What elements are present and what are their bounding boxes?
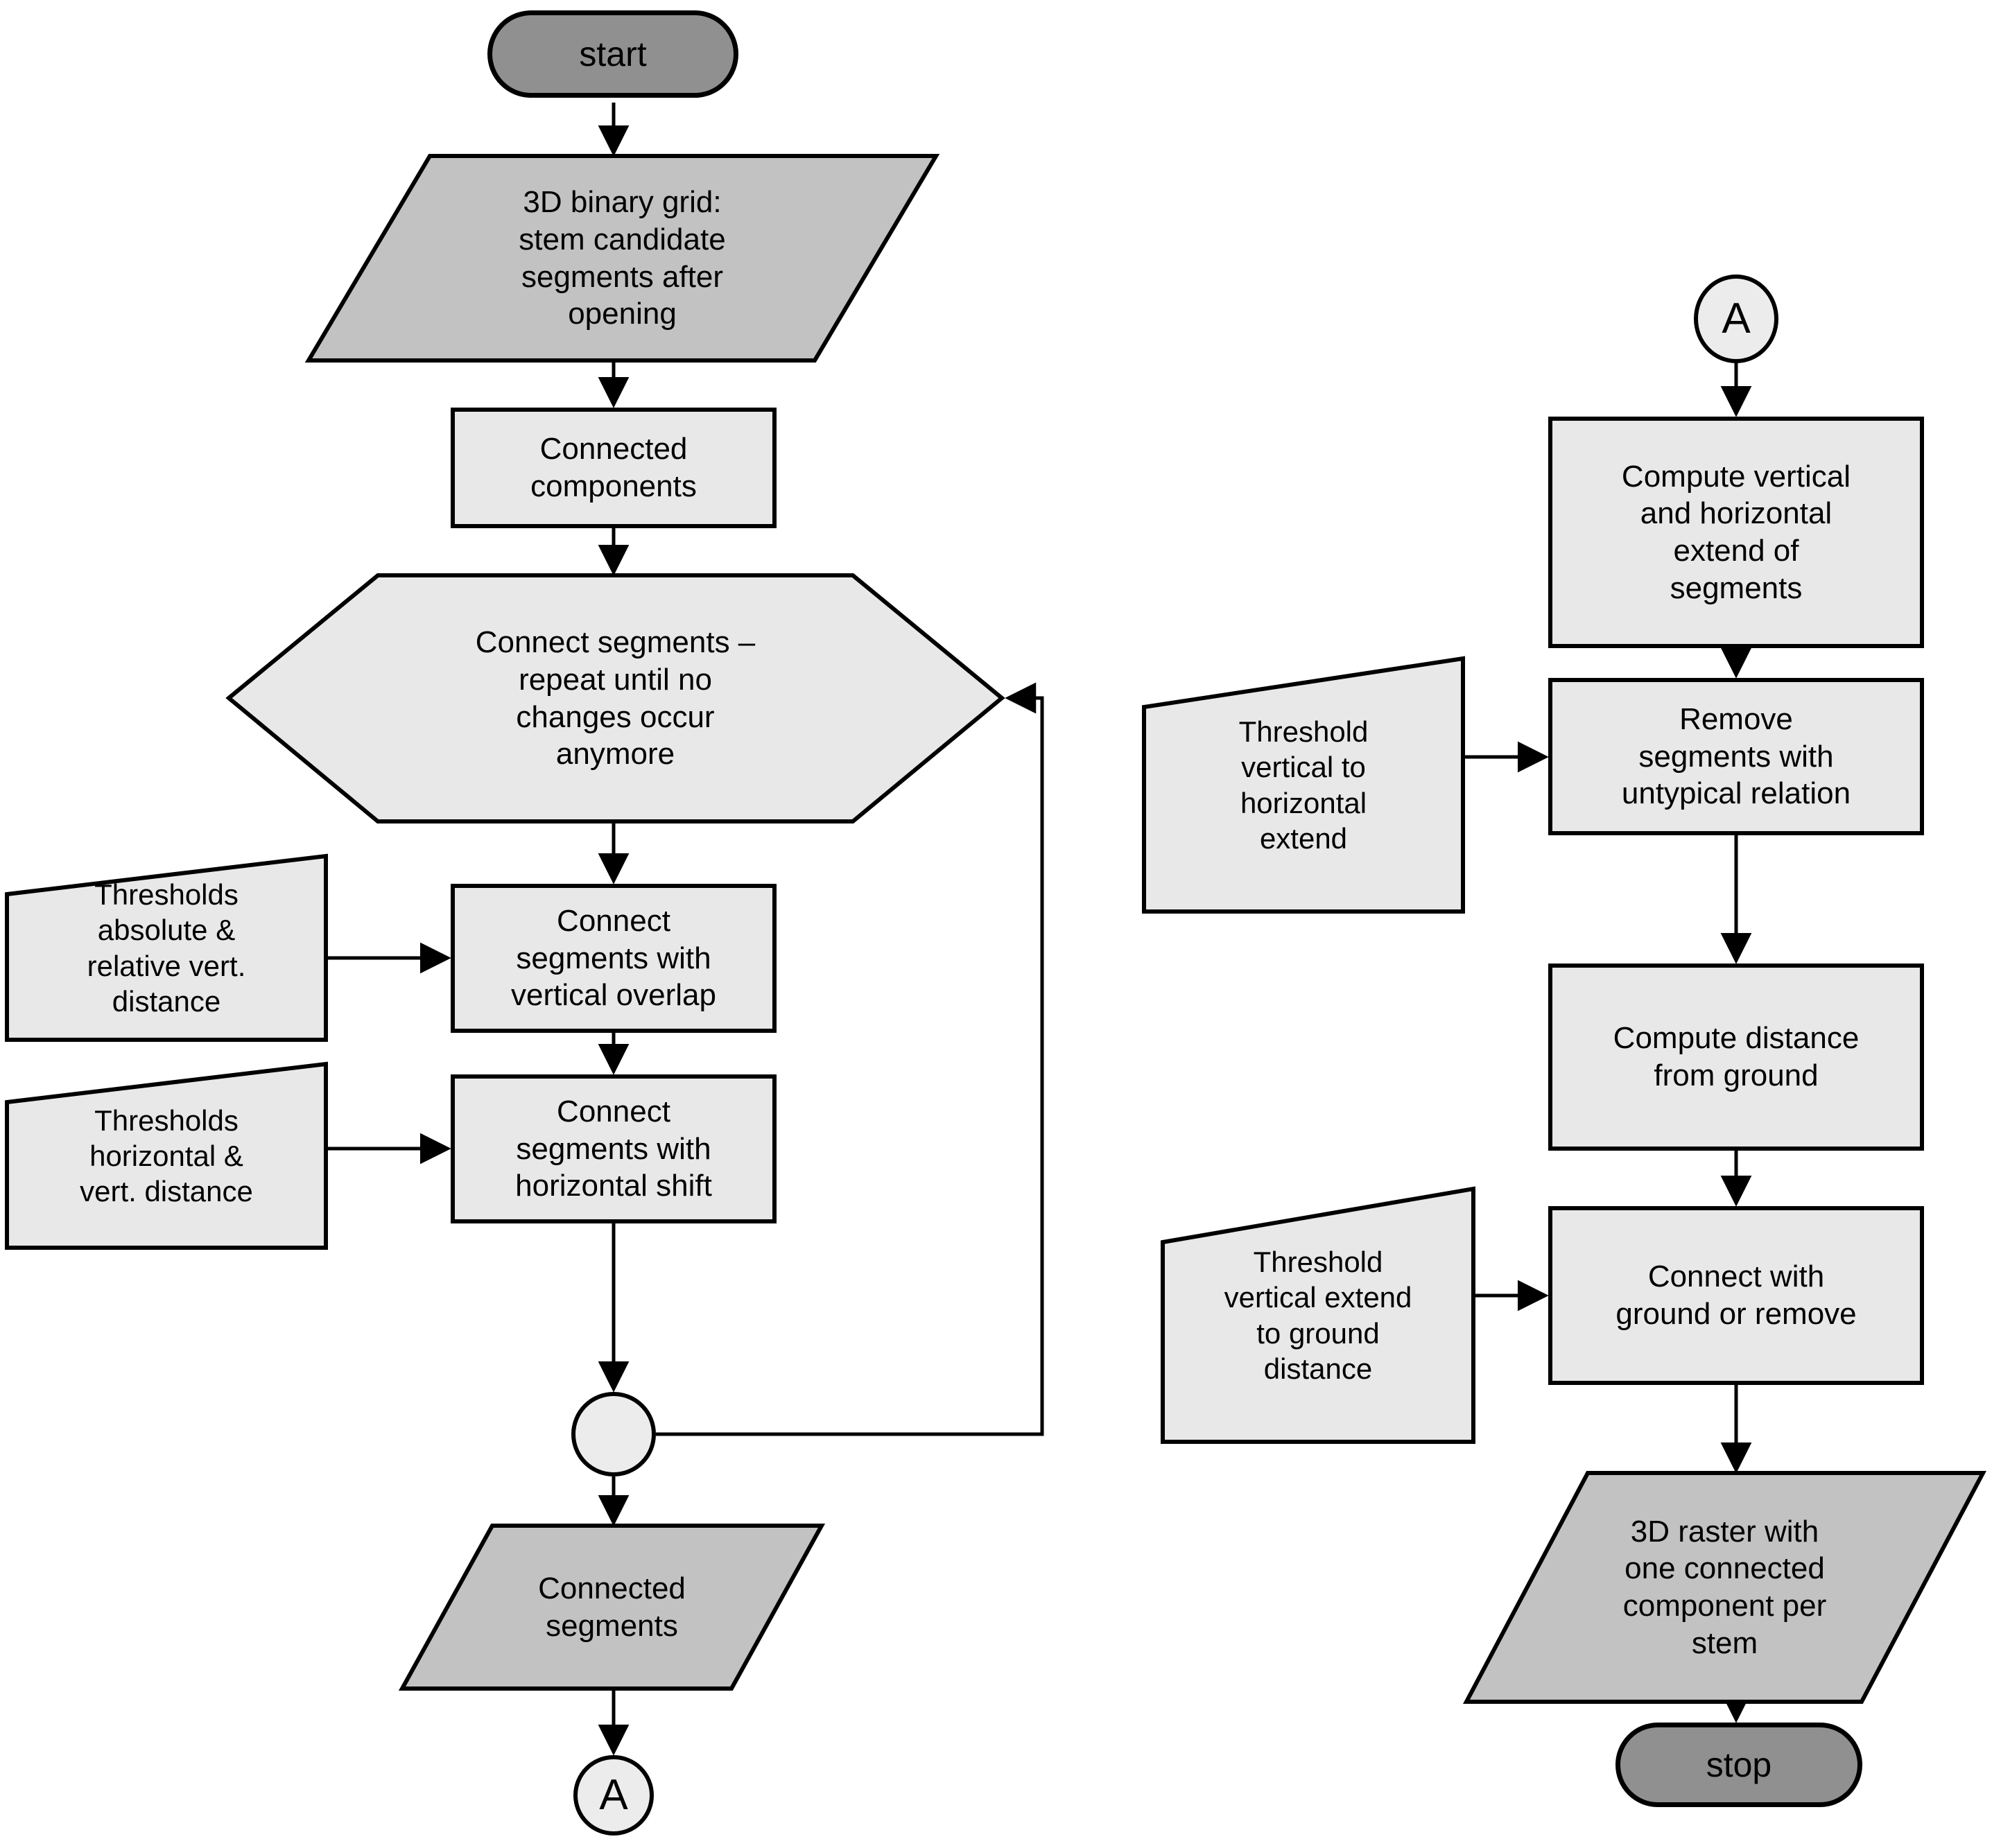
- input-thresholds-horizontal-distance: Thresholds horizontal & vert. distance: [5, 1061, 328, 1250]
- start-label: start: [579, 34, 647, 73]
- process-compute-ground-distance: Compute distance from ground: [1548, 964, 1924, 1151]
- process-connect-horizontal-shift: Connect segments with horizontal shift: [451, 1074, 777, 1223]
- manual-input-shape: [5, 853, 328, 1042]
- manual-input-shape: [1142, 656, 1465, 914]
- process-remove-untypical-label: Remove segments with untypical relation: [1621, 701, 1851, 811]
- parallelogram-shape: [398, 1524, 826, 1691]
- stop-label: stop: [1706, 1745, 1772, 1784]
- loop-hexagon-connect-segments: Connect segments – repeat until no chang…: [225, 573, 1005, 823]
- input-thresholds-horizontal-label: Thresholds horizontal & vert. distance: [80, 1104, 253, 1208]
- input-threshold-vertical-to-horizontal-label: Threshold vertical to horizontal extend: [1238, 715, 1369, 855]
- output-connected-segments-label: Connected segments: [538, 1571, 686, 1643]
- process-connect-vertical-overlap-label: Connect segments with vertical overlap: [511, 903, 716, 1013]
- process-compute-extend-label: Compute vertical and horizontal extend o…: [1621, 459, 1851, 605]
- connector-a-right-label: A: [1722, 295, 1751, 343]
- input-3d-binary-grid: 3D binary grid: stem candidate segments …: [304, 154, 940, 363]
- parallelogram-shape: [1463, 1471, 1986, 1704]
- process-connect-horizontal-shift-label: Connect segments with horizontal shift: [515, 1094, 712, 1203]
- process-connect-ground-label: Connect with ground or remove: [1615, 1259, 1857, 1331]
- connector-a-left: A: [573, 1755, 654, 1836]
- connector-a-left-label: A: [599, 1771, 628, 1820]
- process-remove-untypical: Remove segments with untypical relation: [1548, 678, 1924, 835]
- start-terminator: start: [487, 10, 738, 98]
- input-threshold-vertical-extend-ground-label: Threshold vertical extend to ground dist…: [1224, 1246, 1412, 1385]
- process-connect-ground: Connect with ground or remove: [1548, 1206, 1924, 1385]
- manual-input-shape: [5, 1061, 328, 1250]
- process-connect-vertical-overlap: Connect segments with vertical overlap: [451, 884, 777, 1033]
- output-connected-segments: Connected segments: [398, 1524, 826, 1691]
- input-thresholds-vertical-distance: Thresholds absolute & relative vert. dis…: [5, 853, 328, 1042]
- stop-terminator: stop: [1615, 1723, 1862, 1807]
- output-3d-raster: 3D raster with one connected component p…: [1463, 1471, 1986, 1704]
- process-compute-ground-distance-label: Compute distance from ground: [1613, 1021, 1860, 1092]
- connector-a-right: A: [1694, 274, 1778, 363]
- input-threshold-vertical-extend-ground: Threshold vertical extend to ground dist…: [1161, 1186, 1475, 1444]
- process-connected-components: Connected components: [451, 408, 777, 528]
- hexagon-shape: [225, 573, 1005, 823]
- loop-hexagon-label: Connect segments – repeat until no chang…: [475, 625, 756, 772]
- process-connected-components-label: Connected components: [530, 432, 697, 503]
- loop-junction-circle: [571, 1392, 656, 1476]
- parallelogram-shape: [304, 154, 940, 363]
- input-3d-binary-grid-label: 3D binary grid: stem candidate segments …: [519, 185, 726, 331]
- input-thresholds-vertical-label: Thresholds absolute & relative vert. dis…: [87, 878, 246, 1018]
- manual-input-shape: [1161, 1186, 1475, 1444]
- output-3d-raster-label: 3D raster with one connected component p…: [1622, 1514, 1827, 1660]
- input-threshold-vertical-to-horizontal: Threshold vertical to horizontal extend: [1142, 656, 1465, 914]
- process-compute-extend: Compute vertical and horizontal extend o…: [1548, 417, 1924, 648]
